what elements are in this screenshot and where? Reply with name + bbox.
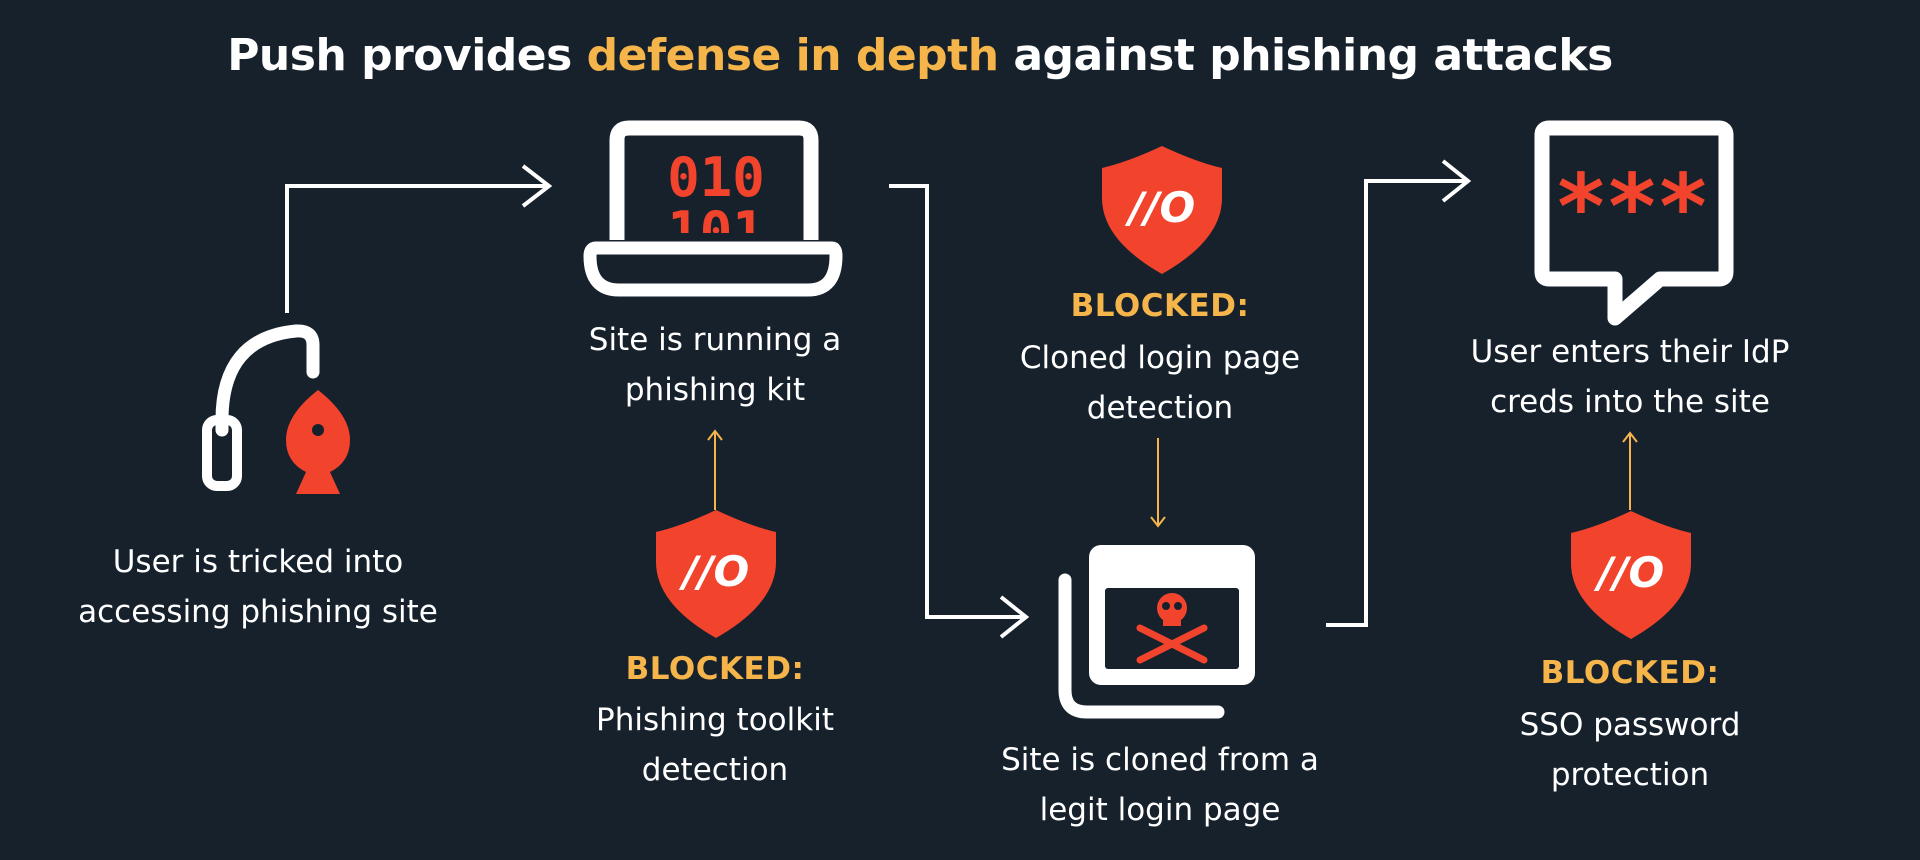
password-bubble-icon: *** — [1534, 120, 1734, 326]
caption-line: Cloned login page — [1019, 340, 1301, 376]
caption-line: legit login page — [1039, 792, 1281, 828]
browser-skull-icon — [1058, 545, 1255, 719]
fishing-hook-icon — [202, 324, 350, 494]
shield-logo: //O — [678, 547, 749, 596]
flow-arrow-3 — [1326, 159, 1472, 627]
shield-logo: //O — [1593, 548, 1664, 597]
blocked-label-toolkit: BLOCKED: — [625, 651, 805, 687]
laptop-binary-icon: 010 101 — [583, 120, 843, 297]
caption-line: accessing phishing site — [78, 594, 438, 630]
title-suffix: against phishing attacks — [998, 30, 1613, 81]
shield-logo: //O — [1124, 183, 1195, 232]
blocked-label-sso: BLOCKED: — [1540, 655, 1720, 691]
defense-arrow-toolkit — [707, 429, 723, 510]
defense-arrow-cloned — [1150, 438, 1166, 528]
defense-caption-cloned-page: Cloned login page detection — [975, 333, 1345, 433]
caption-line: Phishing toolkit — [596, 702, 834, 738]
flow-arrow-2 — [889, 184, 1030, 639]
caption-line: protection — [1550, 757, 1710, 793]
caption-line: User enters their IdP — [1470, 334, 1790, 370]
defense-caption-toolkit: Phishing toolkit detection — [565, 695, 865, 795]
caption-line: Site is running a — [588, 322, 842, 358]
flow-arrow-1 — [285, 164, 553, 313]
defense-arrow-sso — [1622, 431, 1638, 510]
title-prefix: Push provides — [227, 30, 587, 81]
shield-icon: //O — [1102, 146, 1222, 274]
step-caption-tricked: User is tricked into accessing phishing … — [58, 537, 458, 637]
title-highlight: defense in depth — [586, 30, 999, 81]
caption-line: detection — [641, 752, 789, 788]
binary-top: 010 — [667, 146, 765, 209]
step-caption-creds: User enters their IdP creds into the sit… — [1445, 327, 1815, 427]
step-caption-cloned: Site is cloned from a legit login page — [975, 735, 1345, 835]
password-mask: *** — [1557, 155, 1710, 260]
defense-caption-sso: SSO password protection — [1480, 700, 1780, 800]
shield-icon: //O — [656, 510, 776, 638]
page-title: Push provides defense in depth against p… — [0, 30, 1840, 81]
binary-bottom: 101 — [667, 200, 765, 263]
caption-line: SSO password — [1519, 707, 1741, 743]
caption-line: User is tricked into — [112, 544, 404, 580]
step-caption-kit: Site is running a phishing kit — [565, 315, 865, 415]
caption-line: Site is cloned from a — [1001, 742, 1319, 778]
caption-line: detection — [1086, 390, 1234, 426]
shield-icon: //O — [1571, 511, 1691, 639]
caption-line: creds into the site — [1490, 384, 1770, 420]
blocked-label-cloned-page: BLOCKED: — [1070, 288, 1250, 324]
caption-line: phishing kit — [624, 372, 806, 408]
